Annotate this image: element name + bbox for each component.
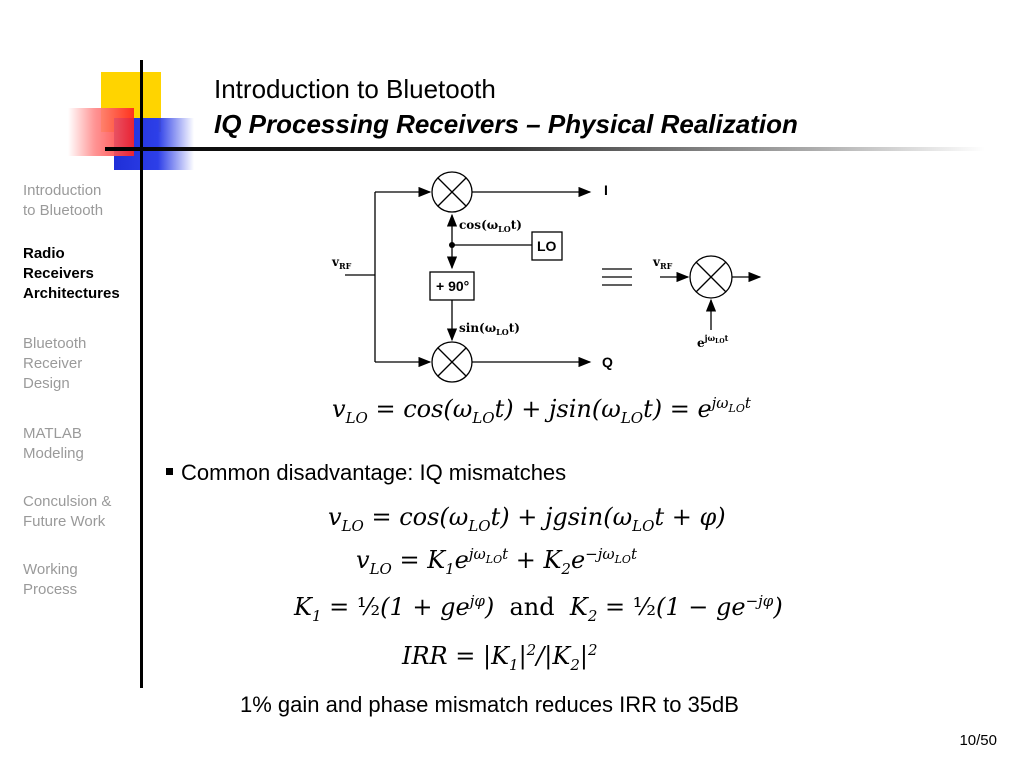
equiv-lo-label: e [697, 336, 705, 350]
equation-vlo-mismatch: vLO = cos(ωLOt) + jgsin(ωLOt + φ) [328, 503, 726, 535]
svg-text:vRF: vRF [331, 255, 352, 271]
sidebar-item-conclusion[interactable]: Conculsion & Future Work [23, 493, 112, 530]
slide-subtitle: IQ Processing Receivers – Physical Reali… [214, 109, 798, 139]
input-label: v [331, 255, 340, 269]
equation-k1-k2: K1 = ½(1 + gejφ) and K2 = ½(1 − ge−jφ) [294, 592, 783, 625]
equation-vlo-ideal: vLO = cos(ωLOt) + jsin(ωLOt) = ejωLOt [332, 394, 751, 427]
iq-receiver-diagram: I Q LO + 90° vRF cos(ωLOt) sin(ωLOt) vRF… [331, 171, 762, 383]
cos-label: cos(ω [459, 218, 498, 232]
svg-text:ejωLOt: ejωLOt [697, 333, 729, 350]
svg-text:cos(ωLOt): cos(ωLOt) [459, 218, 522, 234]
output-q-label: Q [602, 354, 613, 370]
svg-text:vRF: vRF [652, 255, 673, 271]
vertical-divider [140, 60, 143, 688]
bullet-marker [166, 467, 173, 475]
title-underline [105, 147, 985, 151]
lo-label: LO [537, 238, 557, 254]
lo-box [531, 231, 563, 261]
bullet-iq-mismatch: Common disadvantage: IQ mismatches [166, 460, 566, 486]
sin-label: sin(ω [459, 321, 496, 335]
sidebar-item-working-process[interactable]: Working Process [23, 561, 78, 598]
sidebar-item-bluetooth-receiver-design[interactable]: Bluetooth Receiver Design [23, 335, 87, 392]
mismatch-caption: 1% gain and phase mismatch reduces IRR t… [240, 692, 739, 717]
output-i-label: I [604, 182, 608, 198]
svg-text:sin(ωLOt): sin(ωLOt) [459, 321, 520, 337]
equiv-input-label: v [652, 255, 661, 269]
phase-label: + 90° [436, 278, 469, 294]
sidebar-item-radio-receivers[interactable]: Radio Receivers Architectures [23, 245, 120, 302]
slide-title: Introduction to Bluetooth [214, 74, 496, 104]
page-number: 10/50 [959, 732, 997, 749]
equation-irr: IRR = |K1|2/|K2|2 [402, 641, 598, 674]
equation-vlo-k: vLO = K1ejωLOt + K2e−jωLOt [356, 545, 637, 578]
sidebar-item-introduction[interactable]: Introduction to Bluetooth [23, 182, 104, 219]
sidebar-item-matlab-modeling[interactable]: MATLAB Modeling [23, 425, 84, 462]
